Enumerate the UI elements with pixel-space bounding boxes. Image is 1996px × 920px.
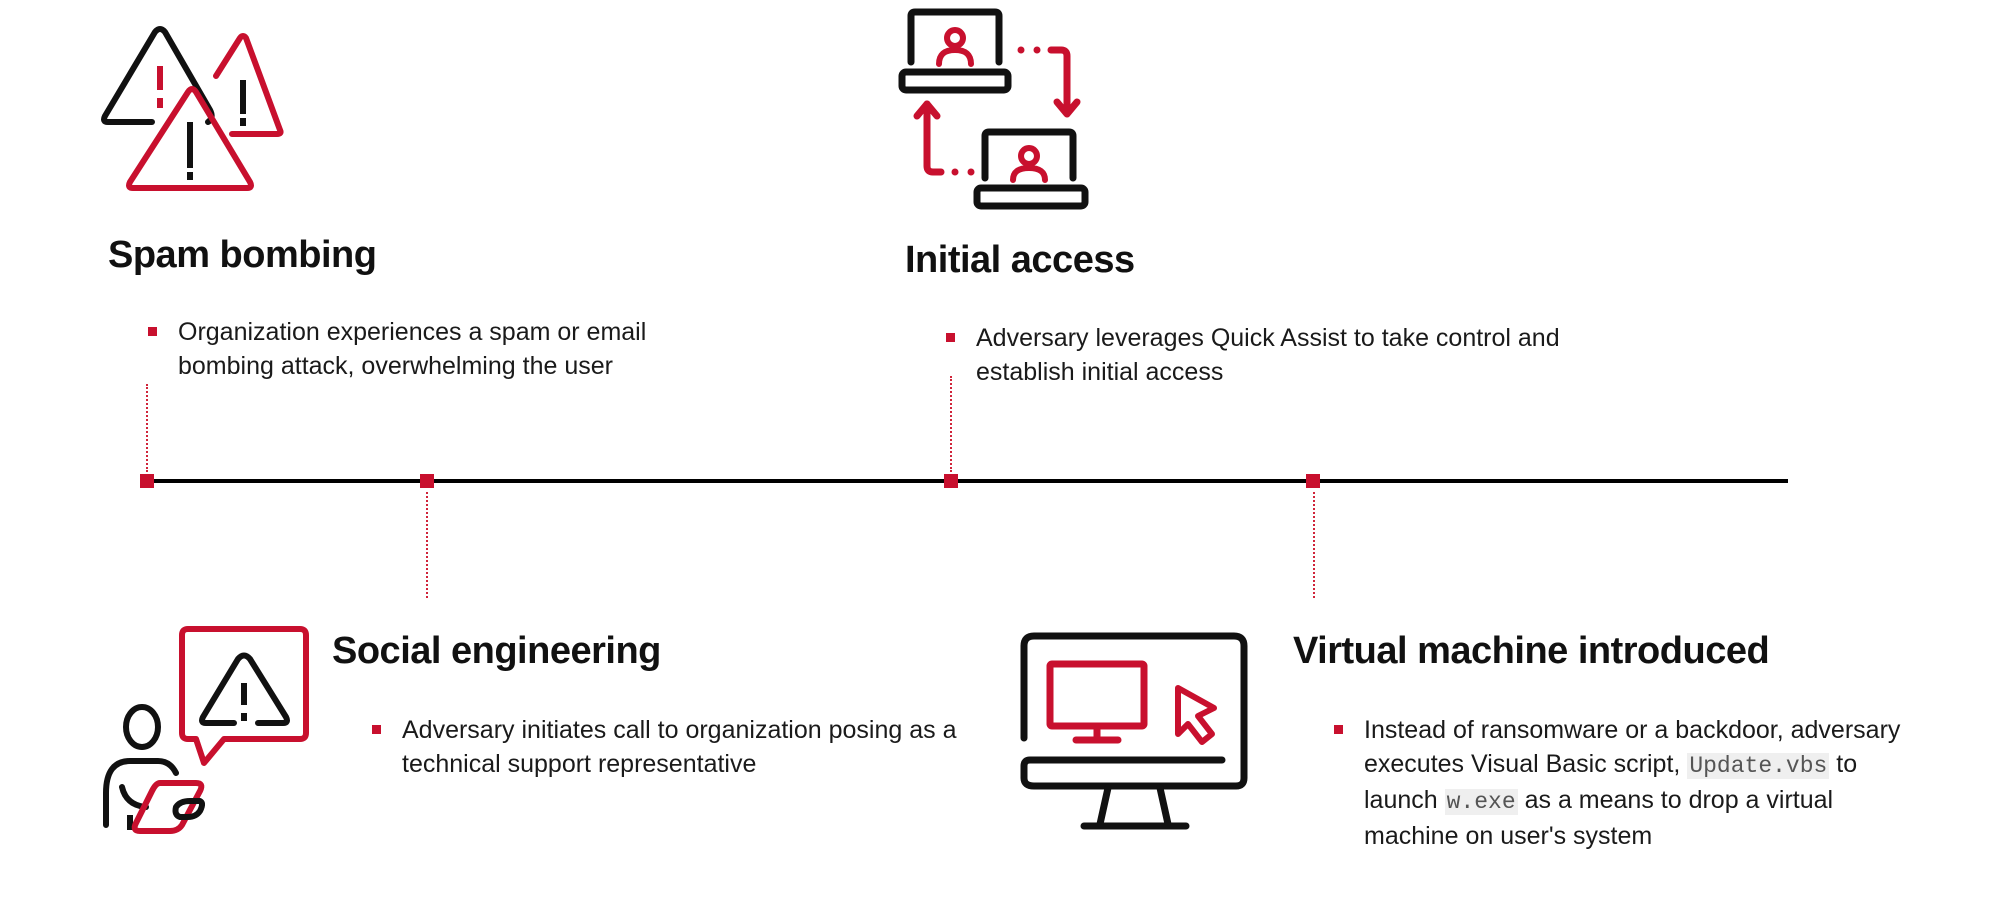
stage-title: Initial access xyxy=(905,239,1135,281)
stage-bullet-text: Instead of ransomware or a backdoor, adv… xyxy=(1364,716,1901,778)
connector-virtual-machine xyxy=(1313,492,1315,598)
stage-description: Adversary leverages Quick Assist to take… xyxy=(946,321,1616,389)
stage-bullet-text: Organization experiences a spam or email… xyxy=(178,318,647,380)
bullet-icon xyxy=(372,725,381,734)
connector-social-engineering xyxy=(426,492,428,598)
timeline-marker-initial-access xyxy=(944,474,958,488)
stage-bullet-text: to launch xyxy=(1364,750,1858,814)
stage-bullet-text: Adversary leverages Quick Assist to take… xyxy=(976,324,1560,386)
stage-description: Instead of ransomware or a backdoor, adv… xyxy=(1334,713,1904,853)
inline-code-executable: w.exe xyxy=(1444,789,1518,815)
monitor-cursor-icon xyxy=(1020,632,1248,830)
timeline-axis xyxy=(147,479,1788,483)
timeline-marker-social-engineering xyxy=(420,474,434,488)
stage-bullet-text: Adversary initiates call to organization… xyxy=(402,716,957,778)
stage-title: Spam bombing xyxy=(108,234,377,276)
person-speech-warning-icon xyxy=(103,626,309,834)
stage-description: Adversary initiates call to organization… xyxy=(372,713,962,781)
stage-title: Virtual machine introduced xyxy=(1293,630,1770,672)
connector-initial-access xyxy=(950,376,952,472)
bullet-icon xyxy=(946,333,955,342)
warning-triangles-icon xyxy=(101,26,284,191)
stage-description: Organization experiences a spam or email… xyxy=(148,315,698,383)
inline-code-script: Update.vbs xyxy=(1687,753,1830,779)
connector-spam-bombing xyxy=(146,384,148,472)
remote-laptops-icon xyxy=(898,8,1089,210)
bullet-icon xyxy=(148,327,157,336)
timeline-marker-spam-bombing xyxy=(140,474,154,488)
stage-title: Social engineering xyxy=(332,630,661,672)
bullet-icon xyxy=(1334,725,1343,734)
timeline-marker-virtual-machine xyxy=(1306,474,1320,488)
stage-bullet-text: as a means to drop a virtual machine on … xyxy=(1364,786,1834,850)
